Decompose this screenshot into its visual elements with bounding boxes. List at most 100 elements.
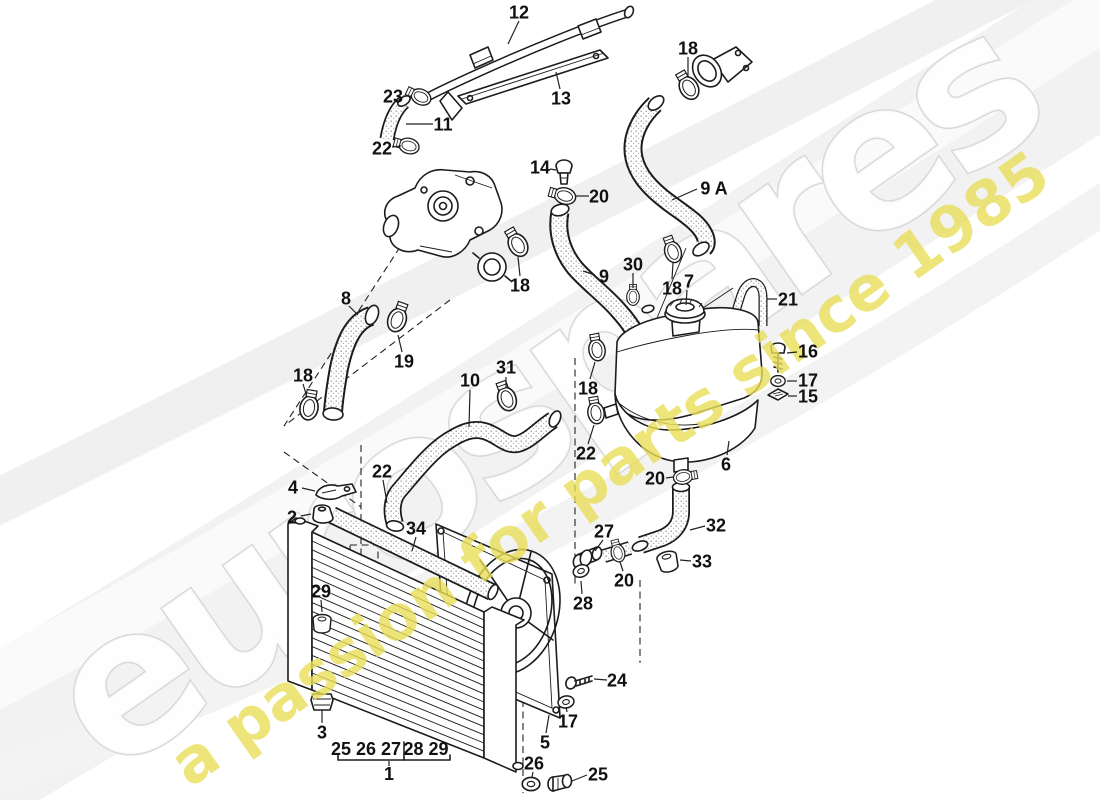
leader-line-2-29 bbox=[300, 513, 312, 517]
leader-line-13-1 bbox=[555, 71, 561, 90]
callout-4-28[interactable]: 4 bbox=[288, 478, 298, 498]
callout-7-12[interactable]: 7 bbox=[684, 272, 694, 292]
mount-2-drawing bbox=[312, 504, 334, 524]
leader-line-22-24 bbox=[587, 424, 595, 445]
callout-30-10[interactable]: 30 bbox=[623, 255, 643, 275]
bracket-4-drawing bbox=[315, 483, 357, 501]
vent-pipe-drawing bbox=[419, 5, 635, 105]
leader-line-10-21 bbox=[468, 389, 471, 428]
leader-line-18-23 bbox=[589, 361, 596, 380]
callout-28-35[interactable]: 28 bbox=[573, 594, 593, 614]
callout-group-28-29[interactable]: 28 29 bbox=[403, 739, 448, 759]
callout-9-9[interactable]: 9 bbox=[599, 267, 609, 287]
washer-26-drawing bbox=[521, 776, 541, 792]
leader-line-4-28 bbox=[301, 487, 316, 492]
callout-17-38[interactable]: 17 bbox=[558, 712, 578, 732]
callout-29-36[interactable]: 29 bbox=[311, 582, 331, 602]
leader-line-5-40 bbox=[545, 714, 550, 734]
callout-1[interactable]: 1 bbox=[384, 764, 394, 784]
callout-13-1[interactable]: 13 bbox=[551, 89, 571, 109]
callout-18-23[interactable]: 18 bbox=[578, 379, 598, 399]
hose-9a-drawing bbox=[623, 95, 716, 336]
leader-line-18-14 bbox=[517, 256, 521, 277]
leader-line-33-33 bbox=[679, 559, 692, 562]
radiator-foam-seal-drawing bbox=[328, 506, 499, 601]
callout-12-0[interactable]: 12 bbox=[509, 3, 529, 23]
plug-14-drawing bbox=[555, 159, 573, 185]
callout-26-41[interactable]: 26 bbox=[524, 754, 544, 774]
leader-line-25-42 bbox=[571, 774, 588, 782]
callout-9A-8[interactable]: 9 A bbox=[700, 179, 727, 199]
tank-cap-drawing bbox=[664, 298, 706, 324]
leader-line-27-32 bbox=[594, 539, 604, 552]
callout-25-42[interactable]: 25 bbox=[588, 765, 608, 785]
callout-20-7[interactable]: 20 bbox=[589, 187, 609, 207]
callout-18-20[interactable]: 18 bbox=[293, 366, 313, 386]
callout-21-13[interactable]: 21 bbox=[778, 290, 798, 310]
leader-line-18-11 bbox=[671, 262, 674, 280]
leader-line-29-36 bbox=[320, 599, 323, 613]
leader-line-18-20 bbox=[302, 383, 308, 398]
bolt-24-drawing bbox=[565, 675, 593, 690]
callout-23-2[interactable]: 23 bbox=[383, 87, 403, 107]
callout-11-3[interactable]: 11 bbox=[433, 115, 452, 135]
leader-line-17-38 bbox=[565, 706, 568, 713]
grommet-33-drawing bbox=[654, 548, 681, 575]
leader-line-8-15 bbox=[348, 305, 359, 316]
callout-27-32[interactable]: 27 bbox=[594, 522, 614, 542]
radiator-drawing bbox=[287, 517, 525, 773]
leader-line-19-16 bbox=[397, 334, 403, 353]
callout-33-33[interactable]: 33 bbox=[692, 552, 712, 572]
callout-group-25-26-27[interactable]: 25 26 27 bbox=[331, 739, 401, 759]
hose-21-drawing bbox=[702, 278, 768, 329]
callout-24-37[interactable]: 24 bbox=[607, 671, 627, 691]
callout-31-22[interactable]: 31 bbox=[496, 358, 516, 378]
callout-5-40[interactable]: 5 bbox=[540, 733, 550, 753]
water-neck-drawing bbox=[691, 46, 753, 88]
leader-line-20-34 bbox=[619, 561, 624, 572]
callout-3-39[interactable]: 3 bbox=[317, 723, 327, 743]
leader-line-6-25 bbox=[726, 440, 730, 456]
callout-22-4[interactable]: 22 bbox=[372, 139, 392, 159]
callout-20-34[interactable]: 20 bbox=[614, 571, 634, 591]
union-fitting-27-drawing bbox=[572, 546, 603, 569]
callout-34-30[interactable]: 34 bbox=[406, 519, 426, 539]
drain-plug-25-drawing bbox=[547, 773, 573, 792]
callout-18-5[interactable]: 18 bbox=[678, 39, 698, 59]
screw-16-drawing bbox=[770, 342, 786, 373]
callout-18-14[interactable]: 18 bbox=[510, 276, 530, 296]
callout-14-6[interactable]: 14 bbox=[530, 158, 550, 178]
water-pump-drawing bbox=[382, 168, 503, 258]
callout-8-15[interactable]: 8 bbox=[341, 289, 351, 309]
heat-shield-drawing bbox=[439, 49, 609, 121]
leader-line-7-12 bbox=[685, 289, 688, 306]
leader-line-22-27 bbox=[382, 479, 388, 504]
hose-10-drawing bbox=[383, 410, 562, 532]
callout-19-16[interactable]: 19 bbox=[394, 352, 414, 372]
callout-16-17[interactable]: 16 bbox=[798, 342, 818, 362]
callout-18-11[interactable]: 18 bbox=[662, 279, 682, 299]
callout-15-19[interactable]: 15 bbox=[798, 387, 818, 407]
hose-8-drawing bbox=[322, 304, 380, 421]
leader-line-9-9 bbox=[582, 270, 596, 276]
callout-17-18[interactable]: 17 bbox=[798, 371, 818, 391]
leader-line-16-17 bbox=[786, 351, 798, 354]
callout-22-24[interactable]: 22 bbox=[576, 444, 596, 464]
leader-line-26-41 bbox=[531, 771, 534, 778]
leader-line-24-37 bbox=[593, 678, 608, 681]
grommet-3-drawing bbox=[310, 693, 334, 711]
callout-2-29[interactable]: 2 bbox=[287, 508, 297, 528]
callout-10-21[interactable]: 10 bbox=[460, 371, 480, 391]
thermostat-cover-drawing bbox=[472, 252, 512, 282]
expansion-tank-drawing bbox=[603, 298, 763, 473]
callout-6-25[interactable]: 6 bbox=[721, 455, 731, 475]
callout-32-31[interactable]: 32 bbox=[706, 516, 726, 536]
callout-22-27[interactable]: 22 bbox=[372, 462, 392, 482]
callout-20-26[interactable]: 20 bbox=[645, 469, 665, 489]
leader-line-28-35 bbox=[580, 580, 583, 595]
leader-line-34-30 bbox=[411, 536, 417, 552]
leader-line-12-0 bbox=[507, 20, 520, 45]
leader-line-20-26 bbox=[665, 476, 674, 479]
